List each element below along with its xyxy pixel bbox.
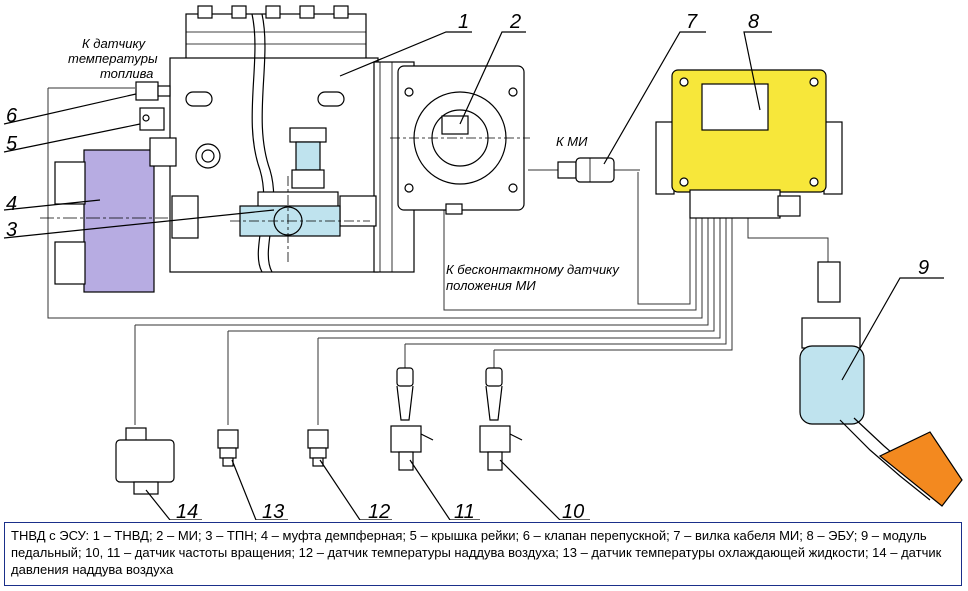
label-9: 9 (918, 257, 929, 279)
figure-caption: ТНВД с ЭСУ: 1 – ТНВД; 2 – МИ; 3 – ТПН; 4… (4, 522, 962, 586)
coolant-temperature-sensor-13 (217, 429, 239, 467)
actuator (390, 65, 530, 215)
label-11: 11 (454, 501, 475, 520)
label-10: 10 (562, 501, 584, 520)
label-2: 2 (509, 11, 521, 33)
boost-pressure-sensor-14 (115, 427, 175, 495)
label-14: 14 (176, 501, 198, 520)
part-labels: 1 2 3 4 5 6 7 8 9 10 11 12 13 14 (6, 11, 929, 520)
label-1: 1 (458, 11, 469, 33)
wiring-harness (47, 87, 829, 425)
note-fuel-temp-2: температуры (68, 51, 158, 66)
annotations: К датчику температуры топлива К МИ К бес… (68, 36, 620, 293)
bypass-valve (135, 81, 171, 101)
speed-sensor-10 (479, 367, 523, 471)
label-7: 7 (686, 11, 698, 33)
diagram-canvas: 1 2 3 4 5 6 7 8 9 10 11 12 13 14 К датчи… (3, 5, 963, 520)
speed-sensor-11 (390, 367, 434, 471)
label-12: 12 (368, 501, 390, 520)
label-13: 13 (262, 501, 284, 520)
note-fuel-temp-1: К датчику (82, 36, 147, 51)
damper-coupling (40, 149, 168, 293)
note-fuel-temp-3: топлива (100, 66, 153, 81)
pedal-module (799, 261, 963, 507)
note-to-mi: К МИ (556, 134, 588, 149)
fuel-priming-pump (230, 127, 370, 262)
air-temperature-sensor-12 (307, 429, 329, 467)
note-contactless-2: положения МИ (446, 278, 536, 293)
label-3: 3 (6, 219, 17, 241)
label-8: 8 (748, 11, 759, 33)
leader-lines (3, 31, 944, 520)
label-6: 6 (6, 105, 18, 127)
label-5: 5 (6, 133, 18, 155)
injection-pump (149, 5, 415, 273)
label-4: 4 (6, 193, 17, 215)
ecu (655, 69, 843, 219)
rack-cover (139, 107, 165, 131)
note-contactless-1: К бесконтактному датчику (446, 262, 620, 277)
